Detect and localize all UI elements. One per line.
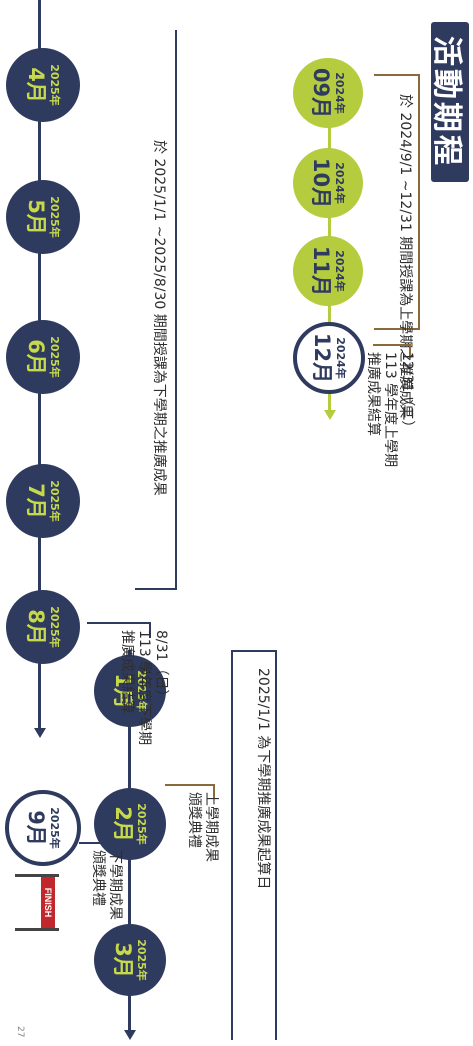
month-circle-2024-09: 2024年 09月 — [293, 58, 363, 128]
month-circle-2024-10: 2024年 10月 — [293, 148, 363, 218]
month-circle-2025-06: 2025年 6月 — [6, 320, 80, 394]
month-circle-2025-03: 2025年 3月 — [94, 924, 166, 996]
month-circle-2024-12: 2024年 12月 — [293, 322, 365, 394]
settle1-line1: 12/31（二） — [399, 352, 415, 435]
page-title: 活動期程 — [429, 22, 469, 182]
row1-arrow-icon — [324, 410, 336, 420]
month-circle-2025-09: 2025年 9月 — [5, 790, 81, 866]
settle2-line2: 113 學年度下學期 — [136, 630, 152, 746]
period2-note: 於 2025/1/1 ~2025/8/30 期間授課為下學期之推廣成果 — [151, 140, 167, 496]
award2-note: 下學期成果 頒獎典禮 — [89, 850, 123, 920]
settle2-note: 8/31（日） 113 學年度下學期 推廣成果結算 — [118, 630, 169, 745]
settle2-line3: 推廣成果結算 — [119, 630, 135, 714]
page-number: 27 — [15, 1026, 25, 1038]
month-circle-2025-08: 2025年 8月 — [6, 590, 80, 664]
month-circle-2025-07: 2025年 7月 — [6, 464, 80, 538]
settle2-line1: 8/31（日） — [153, 630, 169, 704]
settle1-note: 12/31（二） 113 學年度上學期 推廣成果結算 — [364, 352, 415, 467]
award2-line2: 頒獎典禮 — [90, 850, 106, 906]
finish-flag-icon: FINISH — [11, 870, 59, 940]
award1-line2: 頒獎典禮 — [186, 792, 202, 848]
award2-line1: 下學期成果 — [107, 850, 123, 920]
month-circle-2025-05: 2025年 5月 — [6, 180, 80, 254]
row2-arrow-icon — [124, 1030, 136, 1040]
settle1-line2: 113 學年度上學期 — [382, 352, 398, 468]
settle1-line3: 推廣成果結算 — [365, 352, 381, 436]
award1-note: 上學期成果 頒獎典禮 — [185, 792, 219, 862]
month-circle-2025-04: 2025年 4月 — [6, 48, 80, 122]
start2-note: 2025/1/1 為下學期推廣成果起算日 — [255, 668, 271, 890]
month-circle-2024-11: 2024年 11月 — [293, 236, 363, 306]
award1-line1: 上學期成果 — [203, 792, 219, 862]
row3-arrow-icon — [34, 728, 46, 738]
finish-banner: FINISH — [41, 877, 55, 928]
